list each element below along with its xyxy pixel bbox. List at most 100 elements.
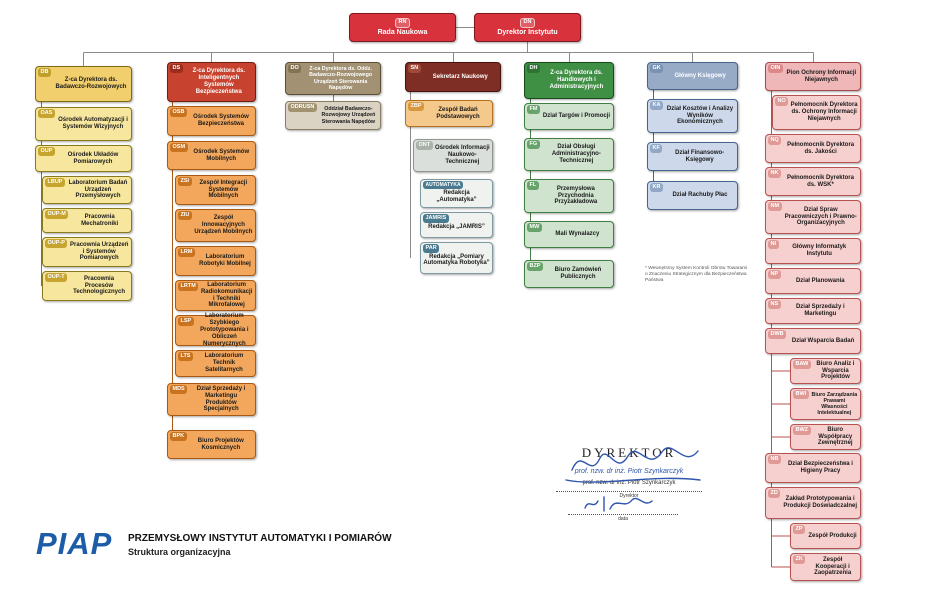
code-badge: NO bbox=[775, 97, 789, 106]
org-box-dwb: DWB Dział Wsparcia Badań bbox=[765, 328, 861, 354]
box-label: Sekretarz Naukowy bbox=[432, 73, 488, 80]
box-label: Zespół Badań Podstawowych bbox=[436, 106, 480, 120]
box-label: Z-ca Dyrektora ds. Oddz. Badawczo-Rozwoj… bbox=[309, 66, 373, 91]
box-label: Oddział Badawczo-Rozwojowy Urządzeń Ster… bbox=[321, 106, 376, 125]
box-label: Biuro Zarządzania Prawami Własności Inte… bbox=[811, 391, 858, 417]
code-badge: MW bbox=[527, 223, 542, 232]
org-box-nm: NM Dział Spraw Pracowniczych i Prawno-Or… bbox=[765, 200, 861, 234]
code-badge: KF bbox=[650, 144, 663, 153]
box-label: Dział Rachuby Płac bbox=[672, 192, 728, 199]
org-box-lsp: LSP Laboratorium Szybkiego Prototypowani… bbox=[175, 313, 256, 347]
box-label: Laboratorium Robotyki Mobilnej bbox=[199, 254, 251, 267]
code-badge: NS bbox=[768, 300, 781, 309]
box-label: Laboratorium Technik Satelitarnych bbox=[204, 353, 244, 373]
box-label: Laboratorium Radiokomunikacji i Techniki… bbox=[200, 281, 253, 309]
org-box-fm: FM Dział Targów i Promocji bbox=[524, 103, 614, 130]
code-badge: LTS bbox=[178, 352, 193, 361]
org-box-kr: KR Dział Rachuby Płac bbox=[647, 181, 738, 210]
box-label: Przemysłowa Przychodnia Przyzakładowa bbox=[554, 185, 598, 206]
code-badge: FM bbox=[527, 105, 540, 114]
box-label: Pełnomocnik Dyrektora ds. Ochrony Inform… bbox=[790, 102, 858, 122]
code-badge: OUP-T bbox=[45, 273, 68, 282]
box-label: Dział Targów i Promocji bbox=[542, 113, 611, 120]
org-box-zsi: ZSI Zespół Integracji Systemów Mobilnych bbox=[175, 175, 256, 205]
org-box-ont: ONT Ośrodek Informacji Naukowo-Techniczn… bbox=[413, 139, 493, 172]
box-label: Główny Księgowy bbox=[674, 72, 726, 79]
code-badge: DO bbox=[288, 64, 302, 73]
org-box-baw: BAW Biuro Analiz i Wsparcia Projektów bbox=[790, 358, 861, 384]
box-label: Dział Sprzedaży i Marketingu Produktów S… bbox=[196, 385, 246, 413]
code-badge: DS bbox=[170, 64, 183, 73]
code-badge: BWZ bbox=[793, 426, 811, 435]
code-badge: LBUP bbox=[45, 178, 65, 187]
signature-name: prof. nzw. dr inż. Piotr Szynkarczyk bbox=[582, 480, 676, 486]
org-box-bwi: BWI Biuro Zarządzania Prawami Własności … bbox=[790, 388, 861, 420]
org-box-lrtm: LRTM Laboratorium Radiokomunikacji i Tec… bbox=[175, 280, 256, 311]
signature-name-handwritten: prof. nzw. dr inż. Piotr Szynkarczyk bbox=[574, 468, 684, 475]
code-badge: OUP-P bbox=[45, 239, 68, 248]
date-dotted-line bbox=[568, 514, 678, 515]
box-label: Z-ca Dyrektora ds. Inteligentnych System… bbox=[192, 68, 245, 95]
org-header-dh: DH Z-ca Dyrektora ds. Handlowych i Admin… bbox=[524, 62, 614, 99]
box-label: Dział Planowania bbox=[795, 277, 845, 284]
box-label: Biuro Analiz i Wsparcia Projektów bbox=[816, 360, 855, 381]
box-label: Pracownia Procesów Technologicznych bbox=[73, 275, 126, 296]
org-box-rn: RN Rada Naukowa bbox=[349, 13, 456, 42]
org-header-oin: OIN Pion Ochrony Informacji Niejawnych bbox=[765, 62, 861, 91]
code-badge: DH bbox=[527, 64, 540, 73]
piap-logo: PIAP bbox=[36, 526, 113, 561]
box-label: Biuro Współpracy Zewnętrznej bbox=[817, 426, 853, 447]
box-label: Dział Kosztów i Analizy Wyników Ekonomic… bbox=[666, 105, 734, 126]
code-badge: OSB bbox=[170, 108, 187, 117]
org-box-oas: OAS Ośrodek Automatyzacji i Systemów Wiz… bbox=[35, 107, 132, 141]
code-badge: BZP bbox=[527, 262, 543, 271]
institute-name: PRZEMYSŁOWY INSTYTUT AUTOMATYKI I POMIAR… bbox=[128, 533, 392, 544]
org-box-zd: ZD Zakład Prototypowania i Produkcji Doś… bbox=[765, 487, 861, 519]
org-box-bpk: BPK Biuro Projektów Kosmicznych bbox=[167, 430, 256, 459]
box-label: Laboratorium Szybkiego Prototypowania i … bbox=[200, 313, 249, 347]
box-label: Dyrektor Instytutu bbox=[497, 29, 558, 37]
org-header-gk: GK Główny Księgowy bbox=[647, 62, 738, 90]
code-badge: OUP-M bbox=[45, 210, 69, 219]
box-label: Ośrodek Układów Pomiarowych bbox=[67, 151, 119, 165]
org-box-automatyka: AUTOMATYKA Redakcja „Automatyka” bbox=[420, 179, 493, 208]
code-badge: LSP bbox=[178, 317, 194, 326]
org-box-zp: ZP Zespół Produkcji bbox=[790, 523, 861, 549]
box-label: Dział Finansowo-Księgowy bbox=[675, 149, 725, 163]
box-label: Główny Informatyk Instytutu bbox=[792, 244, 847, 257]
signature-title: DYREKTOR bbox=[581, 445, 677, 460]
org-box-bzp: BZP Biuro Zamówień Publicznych bbox=[524, 260, 614, 288]
org-box-osm: OSM Ośrodek Systemów Mobilnych bbox=[167, 141, 256, 170]
code-badge: OAS bbox=[38, 109, 55, 118]
box-label: Pełnomocnik Dyrektora ds. Jakości bbox=[787, 141, 855, 155]
code-badge: BPK bbox=[170, 432, 187, 441]
org-box-ni: NI Główny Informatyk Instytutu bbox=[765, 238, 861, 264]
org-header-do: DO Z-ca Dyrektora ds. Oddz. Badawczo-Roz… bbox=[285, 62, 381, 95]
org-box-par: PAR Redakcja „Pomiary Automatyka Robotyk… bbox=[420, 242, 493, 274]
code-badge: ZBP bbox=[408, 102, 424, 111]
org-box-kf: KF Dział Finansowo-Księgowy bbox=[647, 142, 738, 171]
code-badge: NB bbox=[768, 455, 781, 464]
chart-subtitle: Struktura organizacyjna bbox=[128, 547, 231, 557]
box-label: Dział Wsparcia Badań bbox=[791, 337, 855, 344]
code-badge: NQ bbox=[768, 136, 782, 145]
org-box-zbp: ZBP Zespół Badań Podstawowych bbox=[405, 100, 493, 127]
org-box-np: NP Dział Planowania bbox=[765, 268, 861, 294]
code-badge: NI bbox=[768, 240, 779, 249]
box-label: Redakcja „JAMRIS” bbox=[428, 223, 485, 230]
box-label: Dział Spraw Pracowniczych i Prawno-Organ… bbox=[784, 206, 857, 227]
box-label: Z-ca Dyrektora ds. Badawczo-Rozwojowych bbox=[55, 77, 127, 90]
org-box-ziu: ZIU Zespół Innowacyjnych Urządzeń Mobiln… bbox=[175, 209, 256, 242]
signature-dotted-line bbox=[556, 491, 702, 492]
org-box-mw: MW Mali Wynalazcy bbox=[524, 221, 614, 248]
code-badge: MDS bbox=[170, 385, 188, 394]
code-badge: DN bbox=[520, 17, 535, 29]
box-label: Dział Obsługi Administracyjno-Techniczne… bbox=[551, 144, 601, 164]
code-badge: NP bbox=[768, 270, 781, 279]
code-badge: FL bbox=[527, 181, 539, 190]
code-badge: ONT bbox=[416, 141, 433, 150]
box-label: Pion Ochrony Informacji Niejawnych bbox=[786, 69, 857, 83]
box-label: Pracownia Urządzeń i Systemów Pomiarowyc… bbox=[70, 241, 129, 262]
box-label: Dział Sprzedaży i Marketingu bbox=[795, 304, 845, 317]
code-badge: OIN bbox=[768, 64, 783, 73]
